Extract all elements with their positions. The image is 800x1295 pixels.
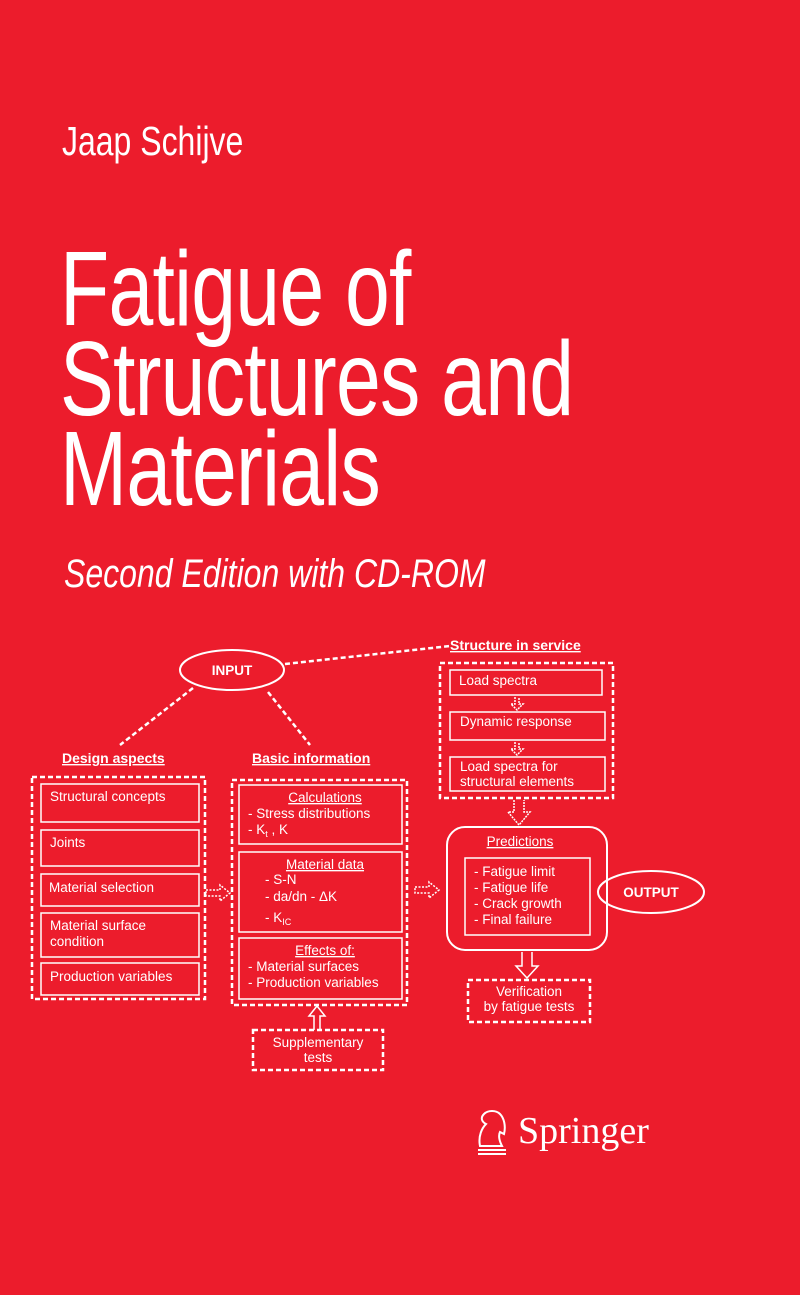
design-aspects-heading: Design aspects	[62, 750, 165, 766]
structure-in-service-box	[438, 661, 615, 800]
design-item: Material surface	[50, 918, 146, 933]
verification-box	[466, 978, 592, 1024]
output-ellipse	[597, 870, 705, 914]
publisher-logo: Springer	[472, 1106, 649, 1156]
effects-title: Effects of:	[295, 943, 355, 958]
design-item: Structural concepts	[50, 789, 166, 804]
material-data-title: Material data	[286, 857, 365, 872]
svg-text:- KIC: - KIC	[265, 910, 292, 927]
arrow-down-icon	[514, 952, 540, 980]
diagram-text: - Stress distributions	[248, 806, 371, 821]
arrow-up-icon	[307, 1004, 327, 1030]
diagram-text: - S-N	[265, 872, 297, 887]
supplementary-box	[251, 1028, 385, 1072]
input-ellipse	[179, 649, 285, 691]
svg-text:- Kt , K: - Kt , K	[248, 822, 288, 839]
design-item: condition	[50, 934, 104, 949]
design-item: Joints	[50, 835, 86, 850]
fatigue-diagram: INPUT Design aspects Basic information S…	[30, 637, 705, 1072]
diagram-text: - Material surfaces	[248, 959, 359, 974]
diagram-text: - da/dn - ΔK	[265, 889, 337, 904]
diagram-text: t	[265, 829, 268, 839]
diagram-text: by fatigue tests	[484, 999, 575, 1014]
design-item: Production variables	[50, 969, 173, 984]
title-line-2: Structures and	[60, 320, 574, 438]
diagram-text: IC	[282, 917, 292, 927]
publisher-name: Springer	[518, 1110, 649, 1152]
diagram-text: - Production variables	[248, 975, 379, 990]
predictions-box	[446, 826, 608, 951]
diagram-text: Dynamic response	[460, 714, 572, 729]
diagram-text: , K	[268, 822, 288, 837]
input-label: INPUT	[212, 663, 253, 678]
subtitle: Second Edition with CD-ROM	[64, 552, 486, 596]
structure-in-service-heading: Structure in service	[450, 637, 581, 653]
diagram-text: - Final failure	[474, 912, 552, 927]
diagram-text: tests	[304, 1050, 333, 1065]
title-line-3: Materials	[60, 410, 381, 528]
diagram-text: Load spectra	[459, 673, 538, 688]
predictions-title: Predictions	[487, 834, 554, 849]
basic-information-heading: Basic information	[252, 750, 370, 766]
design-item: Material selection	[49, 880, 154, 895]
diagram-text: - K	[248, 822, 265, 837]
output-label: OUTPUT	[623, 885, 679, 900]
diagram-text: structural elements	[460, 774, 574, 789]
connector-lines	[119, 644, 451, 746]
springer-horse-icon	[478, 1110, 506, 1155]
diagram-text: Load spectra for	[460, 759, 558, 774]
diagram-text: - Crack growth	[474, 896, 562, 911]
design-aspects-box	[30, 775, 207, 1001]
calculations-title: Calculations	[288, 790, 362, 805]
diagram-text: - Fatigue limit	[474, 864, 555, 879]
diagram-text: Verification	[496, 984, 562, 999]
arrow-right-icon	[205, 884, 231, 902]
author-name: Jaap Schijve	[62, 118, 244, 164]
diagram-text: Supplementary	[273, 1035, 364, 1050]
diagram-text: - Fatigue life	[474, 880, 548, 895]
diagram-text: - K	[265, 910, 282, 925]
arrow-right-icon	[414, 881, 440, 899]
title-line-1: Fatigue of	[60, 230, 411, 348]
